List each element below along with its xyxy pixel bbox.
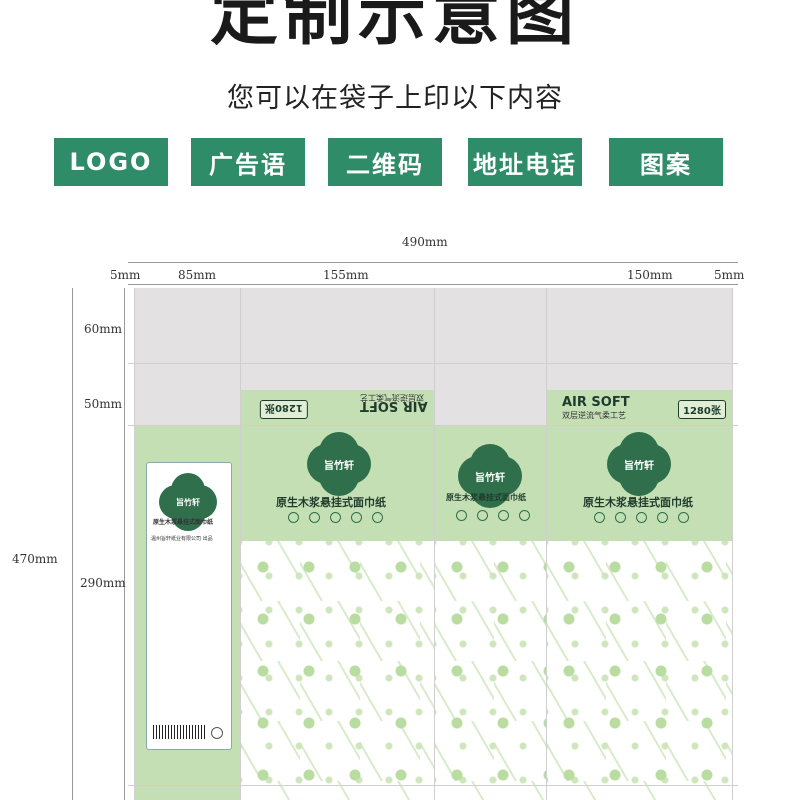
total-height-line <box>72 288 73 800</box>
pattern-front-b <box>546 541 732 800</box>
tag-slogan: 广告语 <box>191 138 305 186</box>
segment-label-5: 5mm <box>714 268 745 282</box>
product-name-a: 原生木浆悬挂式面巾纸 <box>276 496 386 509</box>
feature-icons-a <box>288 512 383 523</box>
grid-v-1 <box>134 288 135 800</box>
flap-top-front-a <box>240 288 434 390</box>
tag-logo: LOGO <box>54 138 168 186</box>
sheet-count: 1280张 <box>678 400 726 419</box>
info-brand-logo: 旨竹轩 <box>169 483 207 521</box>
tag-qrcode: 二维码 <box>328 138 442 186</box>
grid-v-5 <box>732 288 733 800</box>
total-height-label: 470mm <box>12 552 58 566</box>
tag-address-phone: 地址电话 <box>468 138 582 186</box>
feature-icons-b <box>594 512 689 523</box>
grid-h-2 <box>128 425 738 426</box>
air-soft-label: AIR SOFT <box>562 395 630 410</box>
flap-top-front-b <box>546 288 732 390</box>
flap-top-left <box>134 288 240 425</box>
recycle-icon <box>211 727 223 739</box>
product-name-b: 原生木浆悬挂式面巾纸 <box>583 496 693 509</box>
row-height-line <box>124 288 125 800</box>
brand-logo-a: 旨竹轩 <box>317 442 361 486</box>
sheet-count-flipped: 1280张 <box>260 400 308 419</box>
row-label-3: 290mm <box>80 576 126 590</box>
package-sheet: AIR SOFT 双层逆流气柔工艺 1280张 AIR SOFT 双层逆流气柔工… <box>128 288 738 800</box>
process-label: 双层逆流气柔工艺 <box>562 411 626 420</box>
page-subtitle: 您可以在袋子上印以下内容 <box>227 83 563 114</box>
info-product-name: 原生木浆悬挂式面巾纸 <box>153 519 214 526</box>
grid-v-3 <box>434 288 435 800</box>
feature-icons-side <box>456 510 530 521</box>
info-company: 温州旨轩纸业有限公司 出品 <box>151 536 213 542</box>
pattern-side <box>434 541 546 800</box>
segment-label-3: 155mm <box>323 268 369 282</box>
segment-label-2: 85mm <box>178 268 217 282</box>
row-label-2: 50mm <box>84 397 123 411</box>
row-label-1: 60mm <box>84 322 123 336</box>
barcode <box>153 725 205 739</box>
info-panel: 旨竹轩 原生木浆悬挂式面巾纸 温州旨轩纸业有限公司 出品 <box>146 462 232 750</box>
brand-logo-b: 旨竹轩 <box>617 442 661 486</box>
grid-v-4 <box>546 288 547 800</box>
total-width-label: 490mm <box>402 235 448 249</box>
page-title: 定制示意图 <box>209 0 580 55</box>
tag-pattern: 图案 <box>609 138 723 186</box>
segment-label-4: 150mm <box>627 268 673 282</box>
grid-v-2 <box>240 288 241 800</box>
segment-width-line <box>128 284 738 285</box>
pattern-front-a <box>240 541 434 800</box>
flap-top-side <box>434 288 546 425</box>
segment-label-1: 5mm <box>110 268 141 282</box>
total-width-line <box>128 262 738 263</box>
process-label-flipped: 双层逆流气柔工艺 <box>360 393 424 402</box>
product-name-side: 原生木浆悬挂式面巾纸 <box>446 493 526 502</box>
brand-logo-side: 旨竹轩 <box>468 454 512 498</box>
grid-h-1 <box>128 363 738 364</box>
grid-h-3 <box>128 785 738 786</box>
